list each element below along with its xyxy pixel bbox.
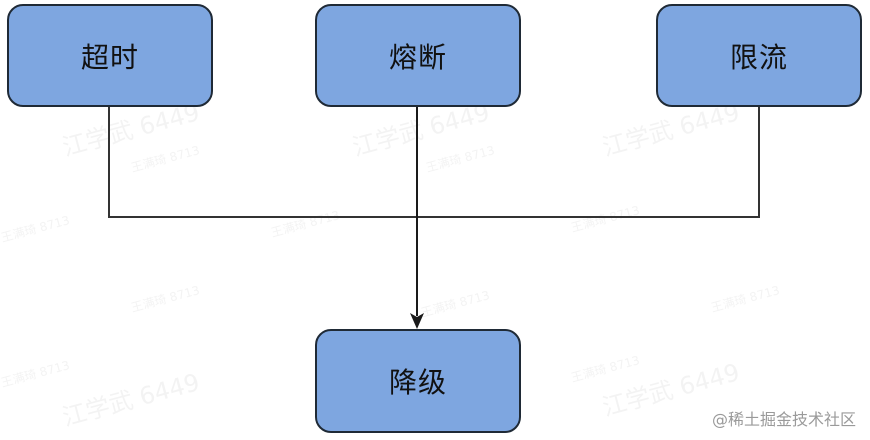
node-label: 限流	[729, 40, 788, 74]
edge-timeout	[108, 106, 417, 218]
edge-rate-limit	[417, 106, 760, 218]
node-degrade[interactable]: 降级	[315, 329, 521, 433]
node-label: 超时	[80, 40, 139, 74]
node-rate-limit[interactable]: 限流	[656, 4, 862, 107]
arrowhead-icon	[410, 313, 424, 329]
node-label: 熔断	[388, 40, 447, 74]
node-circuit-breaker[interactable]: 熔断	[315, 4, 521, 107]
node-label: 降级	[388, 366, 447, 399]
node-timeout[interactable]: 超时	[7, 4, 213, 107]
source-credit: @稀土掘金技术社区	[711, 410, 856, 429]
